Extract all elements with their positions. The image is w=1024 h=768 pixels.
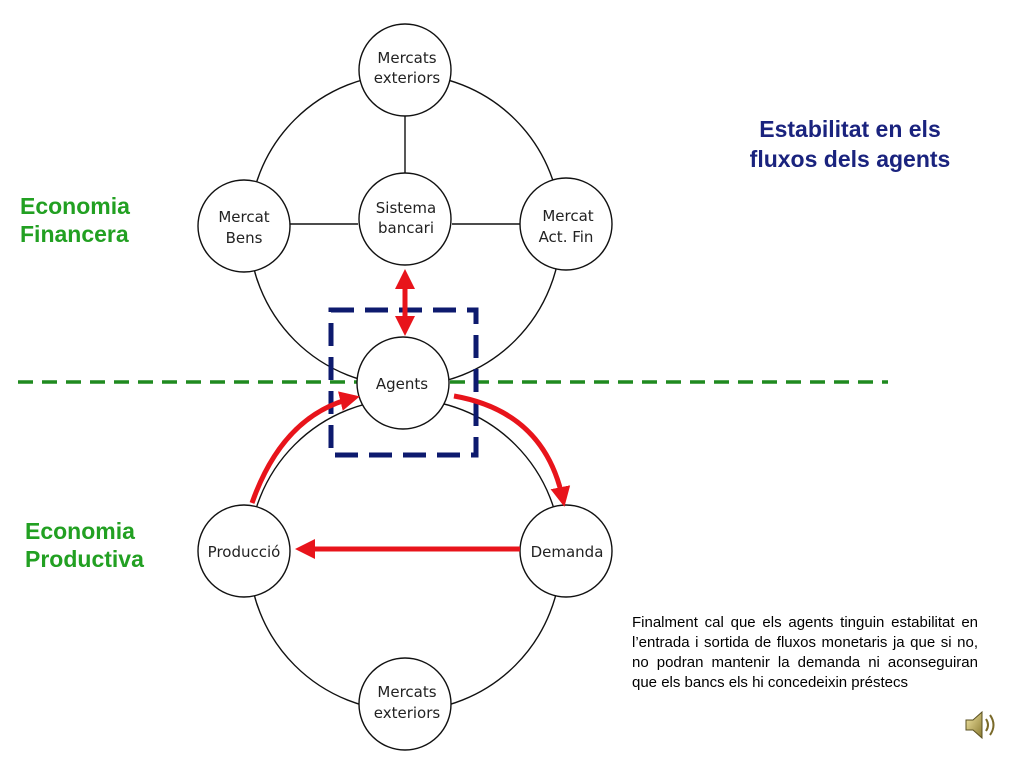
svg-text:Agents: Agents [376, 375, 428, 393]
node-produccio: Producció [197, 504, 291, 598]
node-agents: Agents [356, 336, 450, 430]
node-demanda: Demanda [519, 504, 613, 598]
svg-text:Producció: Producció [208, 543, 281, 561]
arrow-agents-to-demanda [453, 393, 571, 507]
explanation-note: Finalment cal que els agents tinguin est… [632, 614, 978, 691]
speaker-icon[interactable] [962, 705, 1002, 745]
svg-text:Demanda: Demanda [531, 543, 604, 561]
arrow-produccio-to-agents [249, 391, 360, 504]
